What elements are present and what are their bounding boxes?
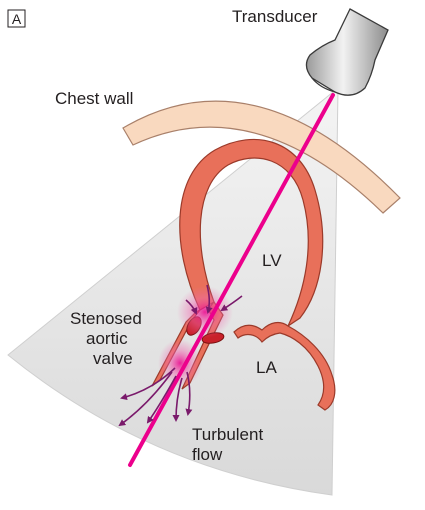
turbulent-flow-label-line2: flow	[192, 445, 223, 464]
lv-label: LV	[262, 251, 282, 270]
transducer-body	[306, 9, 388, 95]
la-label: LA	[256, 358, 277, 377]
panel-label: A	[12, 11, 22, 27]
stenosed-valve-label-line1: Stenosed	[70, 309, 142, 328]
ultrasound-sector	[8, 88, 338, 495]
chest-wall-label: Chest wall	[55, 89, 133, 108]
transducer-label: Transducer	[232, 7, 318, 26]
stenosed-valve-label-line2: aortic	[86, 329, 128, 348]
stenosed-valve-label-line3: valve	[93, 349, 133, 368]
transducer-icon	[306, 9, 388, 95]
turbulent-flow-label-line1: Turbulent	[192, 425, 263, 444]
